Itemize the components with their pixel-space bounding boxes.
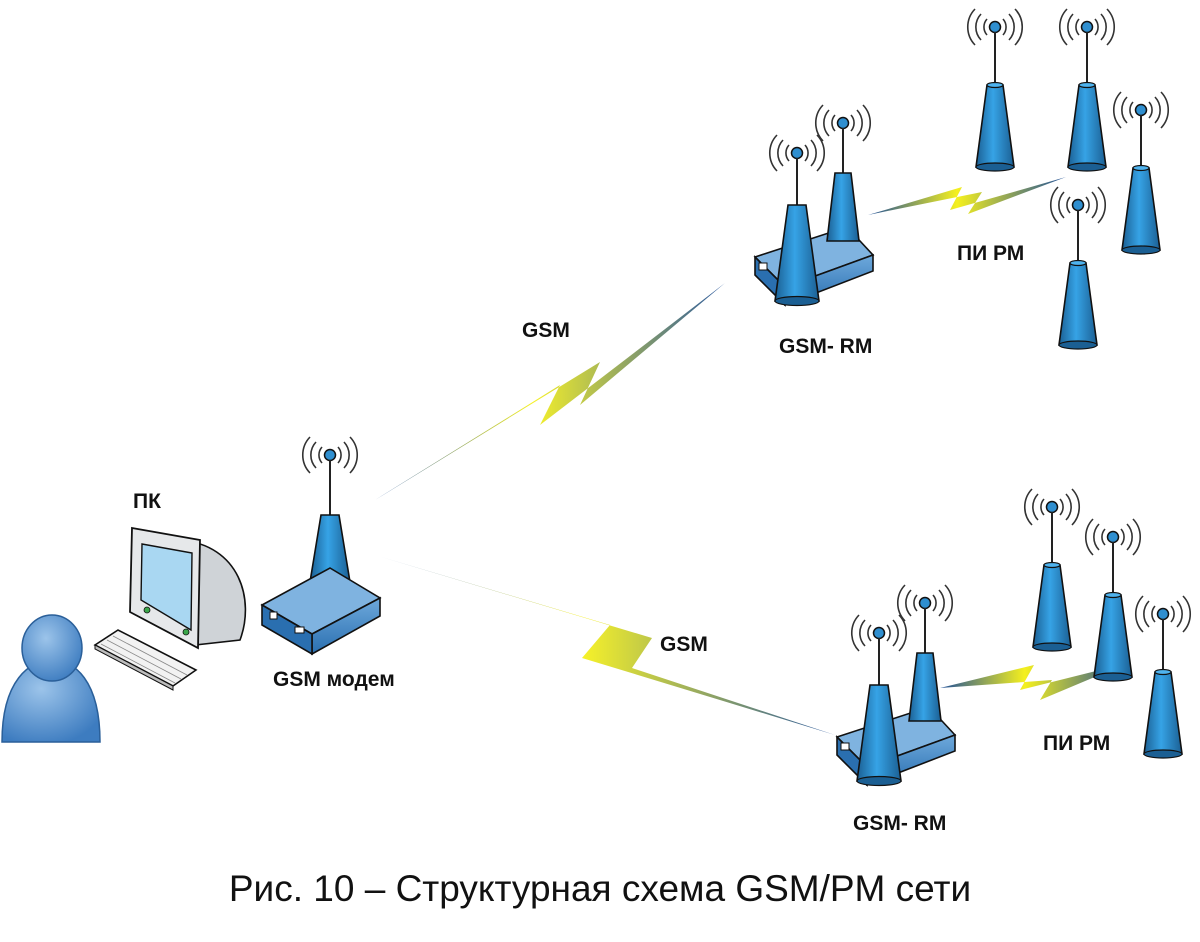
gsm-link-lower xyxy=(378,556,835,735)
sensor-antenna-icon xyxy=(1114,92,1168,254)
gsm-rm-router-lower-icon xyxy=(837,585,955,786)
sensor-antenna-icon xyxy=(1086,519,1140,681)
sensor-antenna-icon xyxy=(1051,187,1105,349)
pi-lower-label: ПИ РМ xyxy=(1043,732,1111,755)
pi-upper-label: ПИ РМ xyxy=(957,242,1025,265)
sensor-antenna-icon xyxy=(1060,9,1114,171)
gsm-link-lower-label: GSM xyxy=(660,633,708,656)
sensor-antenna-icon xyxy=(1136,596,1190,758)
user-icon xyxy=(1,614,101,743)
router-upper-label: GSM- RM xyxy=(779,335,873,358)
figure-caption: Рис. 10 – Структурная схема GSM/PM сети xyxy=(228,868,972,909)
sensor-antenna-icon xyxy=(968,9,1022,171)
gsm-rm-router-upper-icon xyxy=(755,105,873,306)
pc-label: ПК xyxy=(133,490,161,513)
pi-link-upper xyxy=(868,177,1066,215)
pi-link-lower xyxy=(940,663,1128,700)
computer-icon xyxy=(93,526,247,691)
gsm-modem-icon xyxy=(260,436,382,656)
modem-label: GSM модем xyxy=(273,668,395,691)
gsm-link-upper xyxy=(375,283,725,500)
router-lower-label: GSM- RM xyxy=(853,812,947,835)
sensor-antenna-icon xyxy=(1025,489,1079,651)
gsm-link-upper-label: GSM xyxy=(522,319,570,342)
